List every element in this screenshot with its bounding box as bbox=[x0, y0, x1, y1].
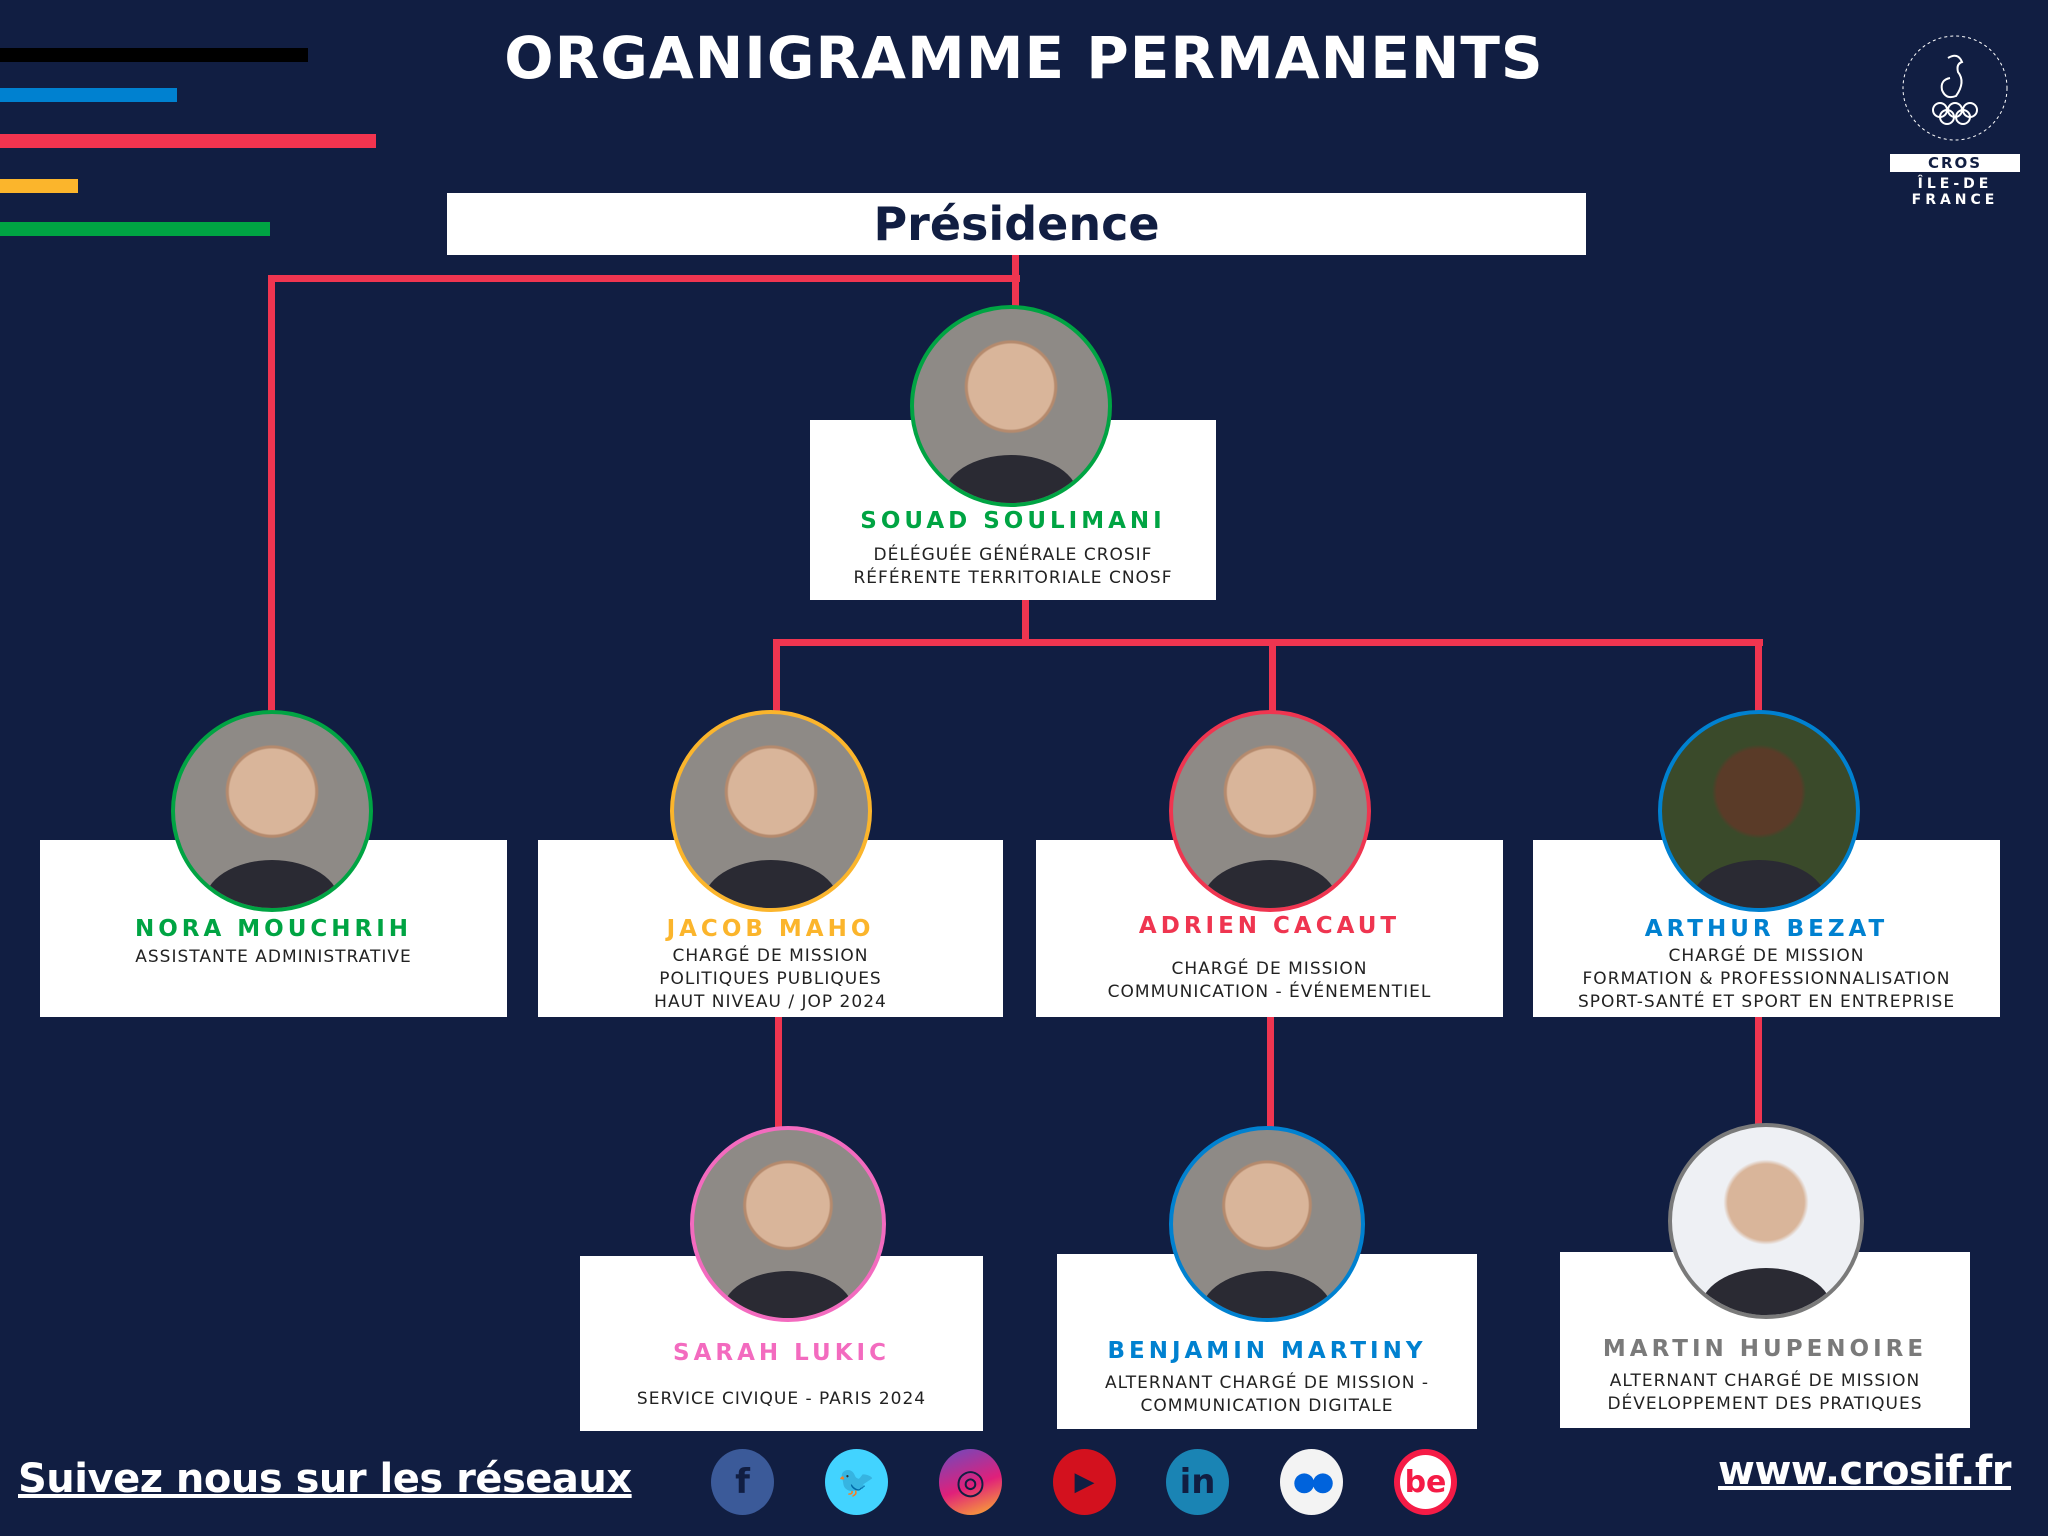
connector bbox=[1267, 1015, 1274, 1129]
person-role: DÉVELOPPEMENT DES PRATIQUES bbox=[1607, 1394, 1923, 1414]
person-name: ARTHUR BEZAT bbox=[1644, 916, 1889, 942]
photo-souad bbox=[910, 305, 1112, 507]
behance-icon[interactable]: be bbox=[1394, 1449, 1457, 1515]
person-role: FORMATION & PROFESSIONNALISATION bbox=[1582, 969, 1951, 989]
person-card-benjamin: BENJAMIN MARTINY ALTERNANT CHARGÉ DE MIS… bbox=[1057, 1254, 1477, 1429]
stripe-green bbox=[0, 222, 270, 236]
person-name: SOUAD SOULIMANI bbox=[860, 508, 1166, 534]
photo-benjamin bbox=[1169, 1126, 1365, 1322]
logo-badge: CROS bbox=[1890, 154, 2020, 172]
person-role: CHARGÉ DE MISSION bbox=[672, 946, 869, 966]
connector bbox=[773, 639, 780, 714]
photo-nora bbox=[171, 710, 373, 912]
stripe-blue bbox=[0, 88, 177, 102]
photo-jacob bbox=[670, 710, 872, 912]
person-name: MARTIN HUPENOIRE bbox=[1602, 1336, 1928, 1362]
person-role: SERVICE CIVIQUE - PARIS 2024 bbox=[636, 1389, 927, 1409]
person-role: COMMUNICATION - ÉVÉNEMENTIEL bbox=[1107, 982, 1432, 1002]
person-role: SPORT-SANTÉ ET SPORT EN ENTREPRISE bbox=[1577, 992, 1956, 1012]
connector bbox=[1022, 598, 1029, 642]
connector bbox=[268, 275, 1020, 282]
connector bbox=[1755, 1015, 1762, 1129]
logo-region-1: ÎLE-DE bbox=[1917, 176, 1993, 192]
flickr-icon[interactable]: ●● bbox=[1280, 1449, 1343, 1515]
page-title: ORGANIGRAMME PERMANENTS bbox=[504, 24, 1544, 92]
olympic-rooster-emblem-icon bbox=[1902, 35, 2008, 141]
connector bbox=[773, 639, 1763, 646]
connector bbox=[775, 1015, 782, 1129]
person-role: CHARGÉ DE MISSION bbox=[1171, 959, 1368, 979]
presidence-banner: Présidence bbox=[447, 193, 1586, 255]
photo-arthur bbox=[1658, 710, 1860, 912]
youtube-icon[interactable]: ▶ bbox=[1053, 1449, 1116, 1515]
photo-adrien bbox=[1169, 710, 1371, 912]
person-name: JACOB MAHO bbox=[666, 916, 875, 942]
person-role: POLITIQUES PUBLIQUES bbox=[659, 969, 882, 989]
person-role: CHARGÉ DE MISSION bbox=[1668, 946, 1865, 966]
stripe-red bbox=[0, 134, 376, 148]
cros-logo: CROS ÎLE-DE FRANCE bbox=[1890, 28, 2020, 208]
person-role: ALTERNANT CHARGÉ DE MISSION - bbox=[1104, 1373, 1430, 1393]
person-role: ASSISTANTE ADMINISTRATIVE bbox=[135, 947, 412, 967]
stripe-yellow bbox=[0, 179, 78, 193]
person-name: NORA MOUCHRIH bbox=[134, 916, 413, 942]
photo-sarah bbox=[690, 1126, 886, 1322]
website-link[interactable]: www.crosif.fr bbox=[1718, 1448, 2011, 1494]
facebook-icon[interactable]: f bbox=[711, 1449, 774, 1515]
linkedin-icon[interactable]: in bbox=[1166, 1449, 1229, 1515]
connector bbox=[1269, 639, 1276, 714]
person-role: HAUT NIVEAU / JOP 2024 bbox=[654, 992, 887, 1012]
person-name: BENJAMIN MARTINY bbox=[1107, 1338, 1427, 1364]
stripe-black bbox=[0, 48, 308, 62]
connector bbox=[1012, 255, 1019, 311]
logo-region-2: FRANCE bbox=[1911, 192, 1999, 208]
connector bbox=[1755, 639, 1762, 714]
person-role: COMMUNICATION DIGITALE bbox=[1140, 1396, 1394, 1416]
person-role: ALTERNANT CHARGÉ DE MISSION bbox=[1609, 1371, 1921, 1391]
follow-us-link[interactable]: Suivez nous sur les réseaux bbox=[18, 1456, 632, 1502]
connector bbox=[268, 275, 275, 715]
person-name: ADRIEN CACAUT bbox=[1138, 913, 1401, 939]
photo-martin bbox=[1668, 1123, 1864, 1319]
person-role: RÉFÉRENTE TERRITORIALE CNOSF bbox=[853, 568, 1173, 588]
person-role: DÉLÉGUÉE GÉNÉRALE CROSIF bbox=[873, 545, 1153, 565]
twitter-icon[interactable]: 🐦 bbox=[825, 1449, 888, 1515]
person-name: SARAH LUKIC bbox=[673, 1340, 890, 1366]
instagram-icon[interactable]: ◎ bbox=[939, 1449, 1002, 1515]
